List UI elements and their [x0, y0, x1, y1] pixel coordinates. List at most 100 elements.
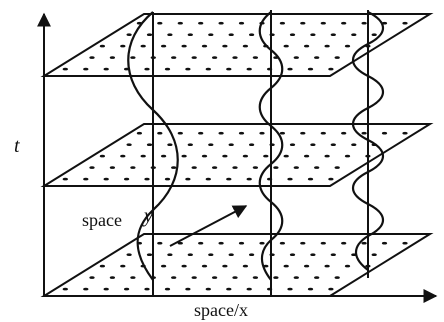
slice-dot [300, 131, 306, 135]
slice-dot [187, 253, 193, 256]
slice-dot [361, 241, 367, 245]
slice-dot [310, 33, 316, 36]
slice-dot [246, 67, 252, 71]
slice-dot [330, 33, 336, 36]
slice-dot [252, 276, 258, 279]
slice-dot [361, 21, 367, 25]
slice-dot [273, 276, 279, 279]
slice-dot [222, 44, 228, 48]
slice-dot [157, 241, 163, 245]
slice-dot [334, 56, 340, 59]
slice-dot [320, 131, 326, 135]
slice-dot [212, 166, 218, 169]
slice-dot [222, 154, 228, 158]
slice-dot [157, 131, 163, 135]
slice-dot [341, 241, 347, 245]
slice-dot [161, 154, 167, 158]
slice-dot [140, 44, 146, 48]
slice-dot [300, 241, 306, 245]
slice-dot [344, 154, 351, 158]
slice-dot [126, 253, 132, 256]
slice-dot [226, 67, 232, 71]
slice-dot [300, 21, 306, 25]
slice-dot [130, 56, 136, 59]
slice-dot [205, 67, 211, 71]
slice-dot [324, 154, 330, 158]
slice-dot [205, 177, 211, 181]
slice-dot [198, 241, 204, 245]
slice-dot [62, 177, 68, 181]
slice-dot [103, 177, 109, 181]
slice-dot [279, 131, 285, 135]
slice-dot [287, 287, 293, 291]
slice-dot [167, 33, 173, 36]
slice-dot [120, 44, 126, 48]
wave-right-curve [351, 11, 385, 271]
dots-layer [62, 21, 408, 291]
slice-dot [238, 21, 245, 25]
slice-dot [314, 166, 320, 169]
slice-dot [320, 21, 326, 25]
x-axis-label: space/x [194, 300, 248, 320]
slice-dot [289, 143, 296, 146]
slice-dot [177, 131, 183, 135]
slice-dot [161, 44, 167, 48]
slice-dot [222, 264, 228, 268]
slice-dot [232, 166, 238, 169]
slice-dot [307, 177, 314, 181]
slice-dot [130, 276, 136, 279]
slice-dot [185, 177, 191, 181]
wave-left-curve [127, 11, 179, 281]
slice-dot [307, 287, 314, 291]
slice-dot [164, 177, 171, 181]
slice-dot [351, 143, 357, 146]
slice-dot [201, 44, 208, 48]
slice-dot [228, 143, 234, 146]
slice-dot [381, 131, 388, 135]
slice-dot [293, 166, 299, 169]
slice-dot [238, 241, 245, 245]
slice-dot [328, 287, 334, 291]
slice-dot [402, 131, 408, 135]
slice-dot [201, 154, 208, 158]
slice-dot [191, 276, 197, 279]
slice-dot [99, 44, 105, 48]
slice-dot [242, 264, 248, 268]
slice-dot [334, 166, 340, 169]
slice-dot [62, 67, 68, 71]
slice-dot [99, 264, 105, 268]
slice-dot [310, 143, 316, 146]
t-axis-label: t [14, 135, 20, 157]
slice-dot [242, 44, 248, 48]
slice-dot [130, 166, 136, 169]
slice-dot [341, 21, 347, 25]
slice-dot [324, 264, 330, 268]
slice-dot [187, 33, 193, 36]
slice-dot [103, 67, 109, 71]
slice-dot [198, 21, 204, 25]
slice-dot [136, 131, 142, 135]
slice-dot [310, 253, 316, 256]
slice-dot [146, 143, 153, 146]
slice-dot [344, 264, 351, 268]
slice-dot [99, 154, 105, 158]
slice-dot [208, 33, 214, 36]
y-axis-arrow [169, 205, 248, 247]
slice-dot [371, 253, 377, 256]
slice-dot [83, 177, 89, 181]
slice-dot [304, 154, 310, 158]
slice-dot [191, 56, 197, 59]
slice-dot [330, 253, 336, 256]
slice-dot [232, 56, 238, 59]
slice-dot [283, 154, 289, 158]
slice-dot [146, 253, 153, 256]
slice-dot [89, 276, 95, 279]
slice-dot [263, 154, 269, 158]
slice-dot [146, 33, 153, 36]
slice-dot [289, 33, 296, 36]
slice-dot [381, 241, 388, 245]
slice-dot [161, 264, 167, 268]
slice-dot [171, 276, 177, 279]
